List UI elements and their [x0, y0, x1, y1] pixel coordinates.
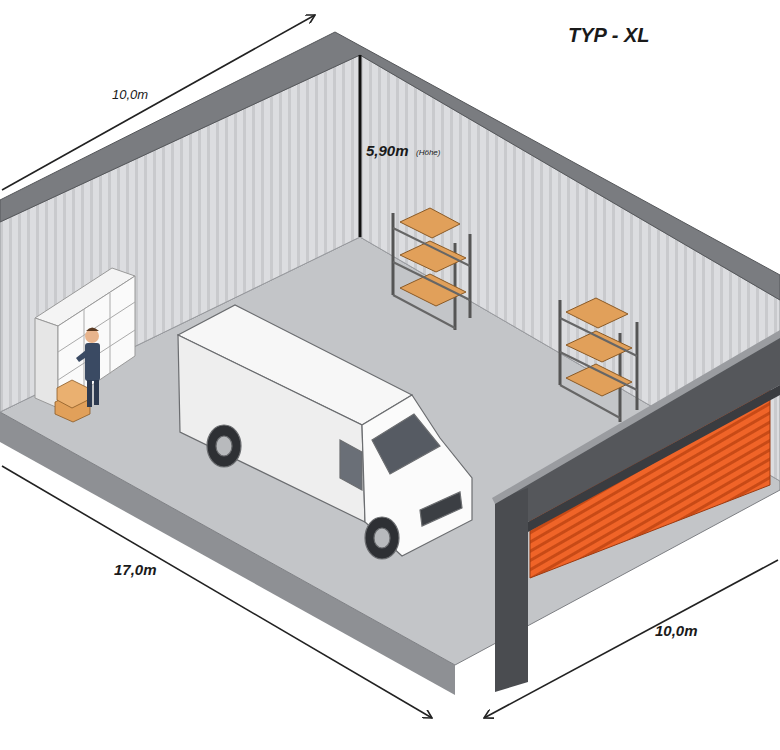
cabinet — [35, 268, 135, 408]
dimension-label: 10,0m — [655, 623, 698, 640]
dimension-label: 17,0m — [114, 562, 157, 579]
unit-type-title: TYP - XL — [568, 24, 649, 46]
height-line — [359, 55, 362, 237]
shelf-right — [560, 298, 637, 422]
height-label: 5,90m — [366, 143, 409, 160]
dimension-label: 10,0m — [112, 88, 148, 102]
person — [76, 328, 100, 408]
dimension-line — [2, 15, 315, 190]
shelf-left — [393, 208, 470, 330]
floor-slab — [0, 412, 455, 695]
dimension-line — [2, 466, 432, 718]
front-wall-door — [492, 330, 780, 692]
van — [178, 305, 472, 559]
wall-top — [0, 32, 780, 300]
dimension-line — [484, 560, 778, 718]
height-note: (Höhe) — [416, 149, 440, 158]
boxes — [55, 380, 90, 422]
